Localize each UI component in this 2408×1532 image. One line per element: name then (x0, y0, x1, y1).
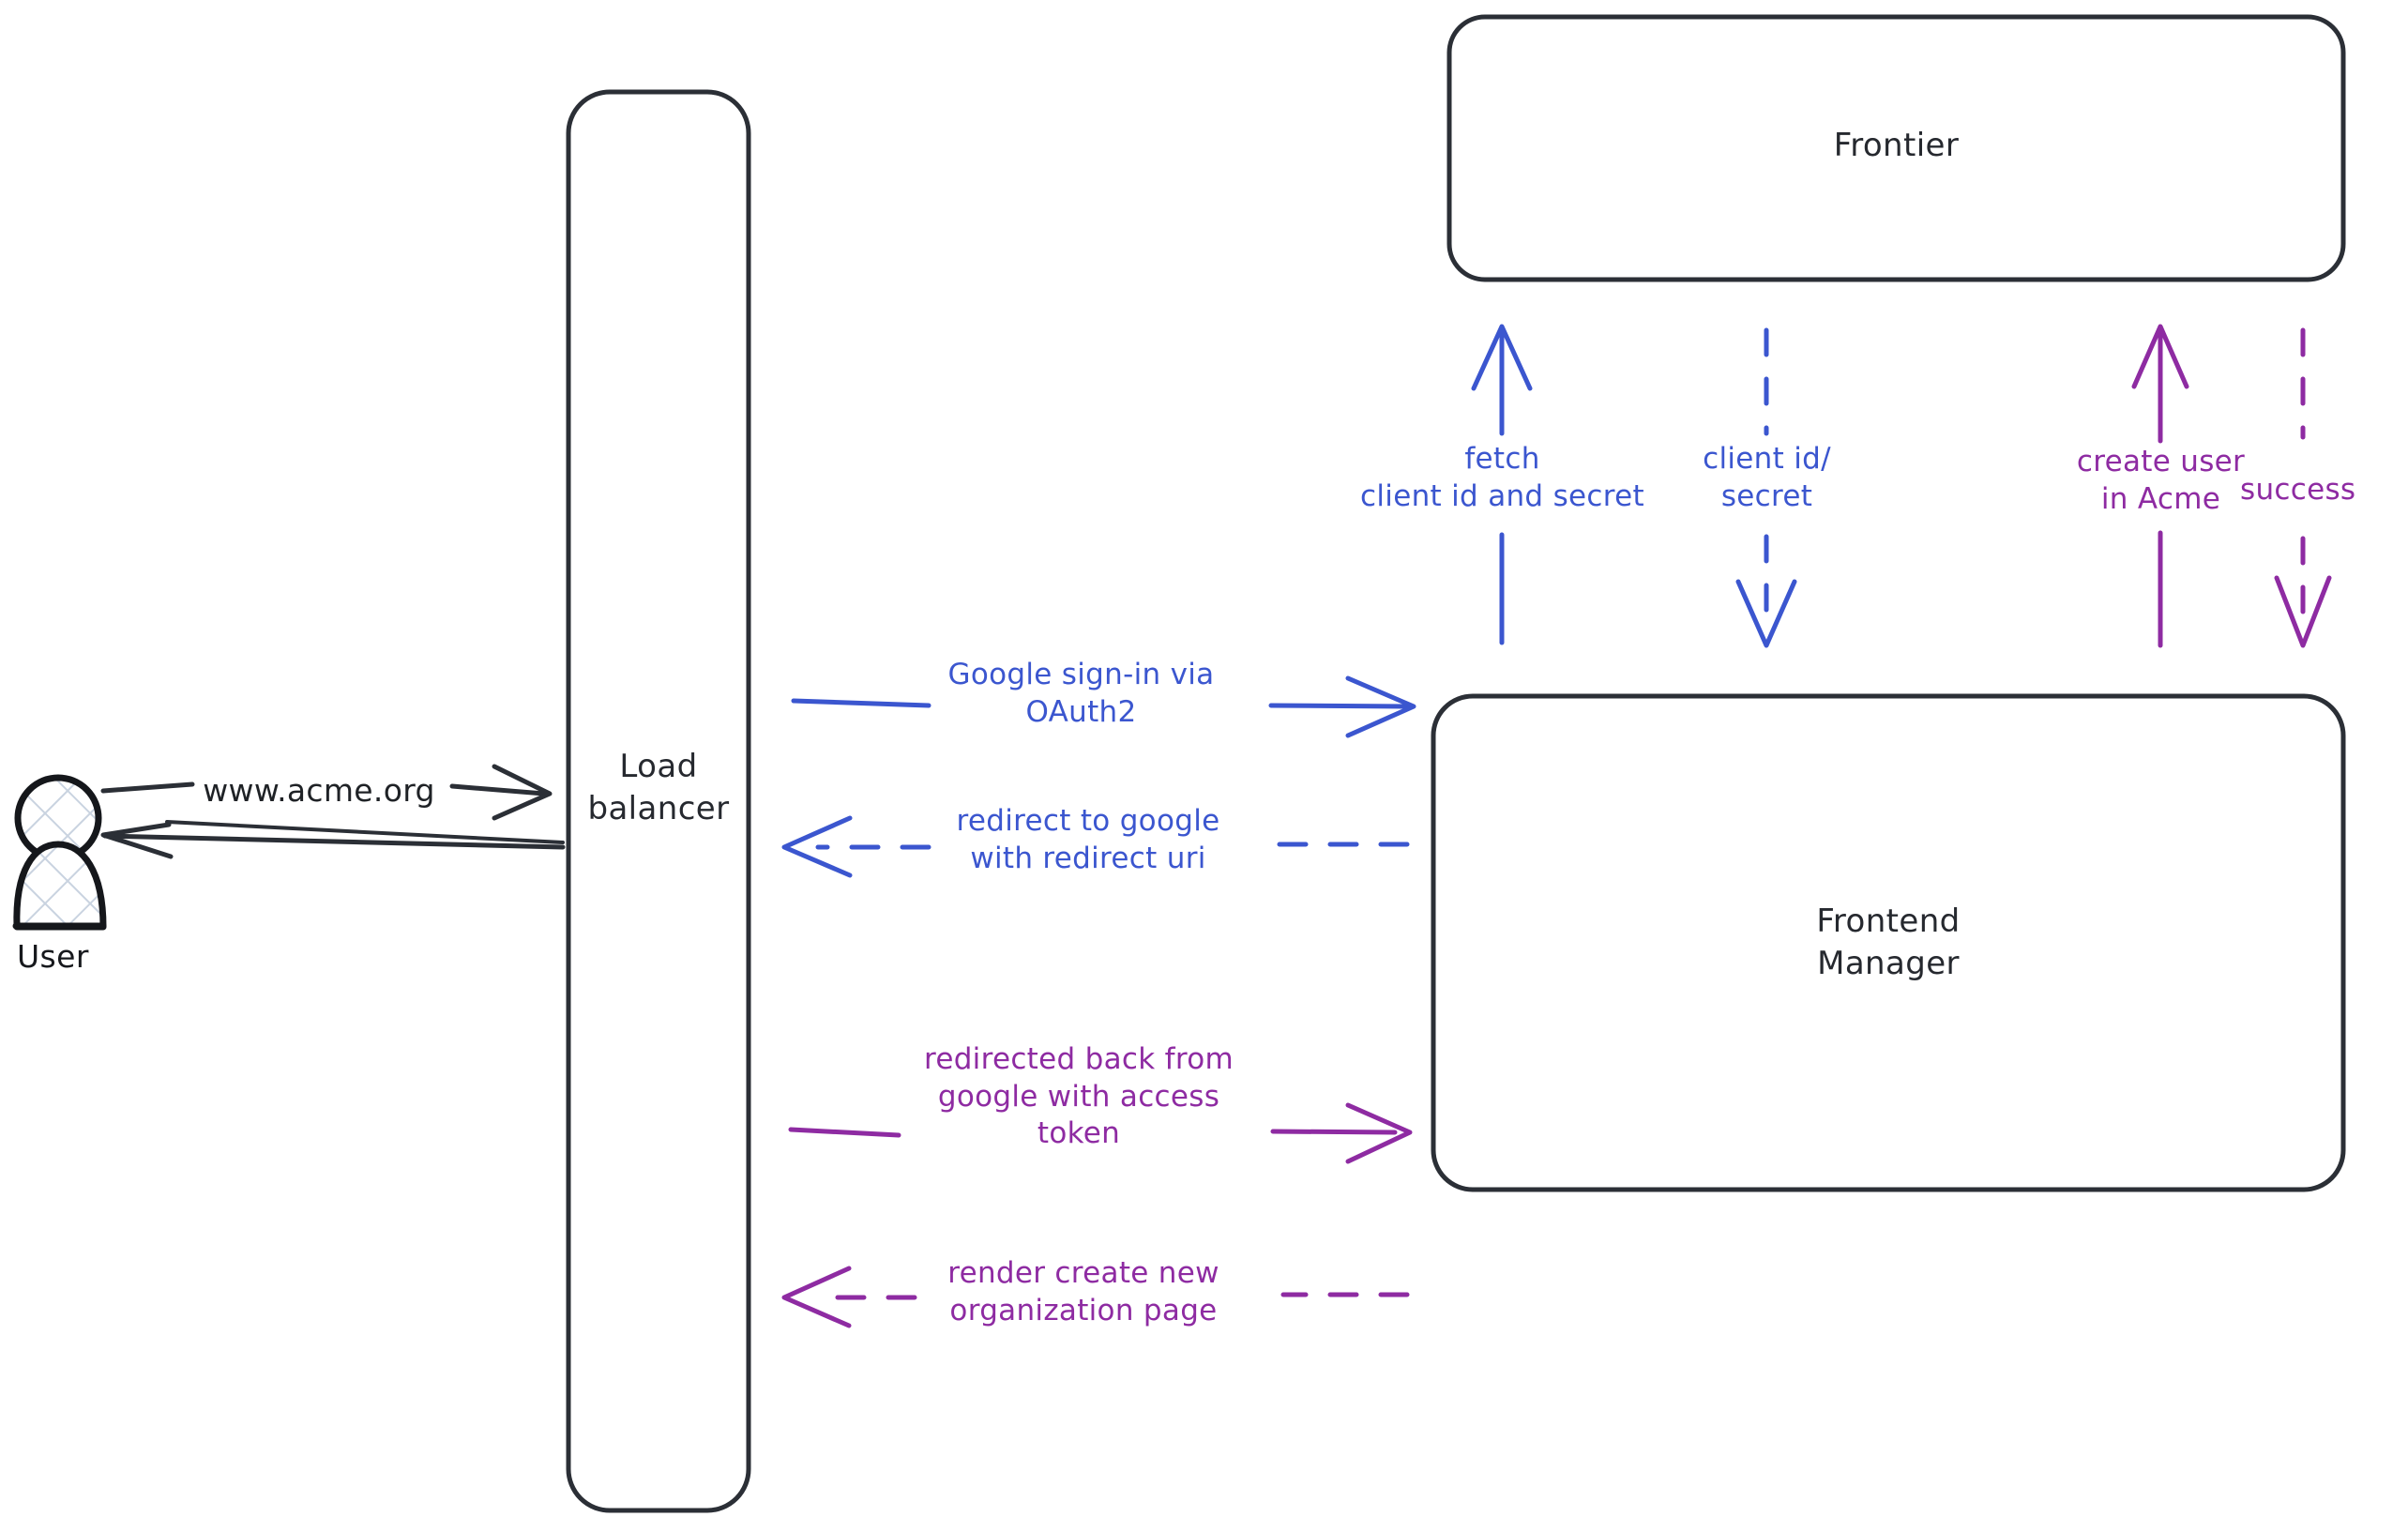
edge-fm-to-frontier-fetch (1471, 324, 1533, 645)
edge-lb-to-fm-token (788, 1102, 1413, 1164)
frontier-shape[interactable] (1446, 14, 2346, 282)
user-actor-glyph (12, 774, 107, 931)
load-balancer-shape[interactable] (566, 89, 751, 1513)
edge-fm-to-lb-redirect (781, 815, 1410, 878)
edge-frontier-to-fm-creds (1735, 327, 1797, 648)
frontend-manager-shape[interactable] (1431, 693, 2346, 1192)
edge-lb-to-user (100, 820, 566, 859)
edge-user-to-lb (100, 764, 553, 821)
edge-frontier-to-fm-success (2274, 327, 2332, 648)
edge-lb-to-fm-signin (791, 675, 1416, 738)
edge-fm-to-lb-render (781, 1266, 1410, 1328)
edge-fm-to-frontier-create-user (2131, 324, 2189, 648)
